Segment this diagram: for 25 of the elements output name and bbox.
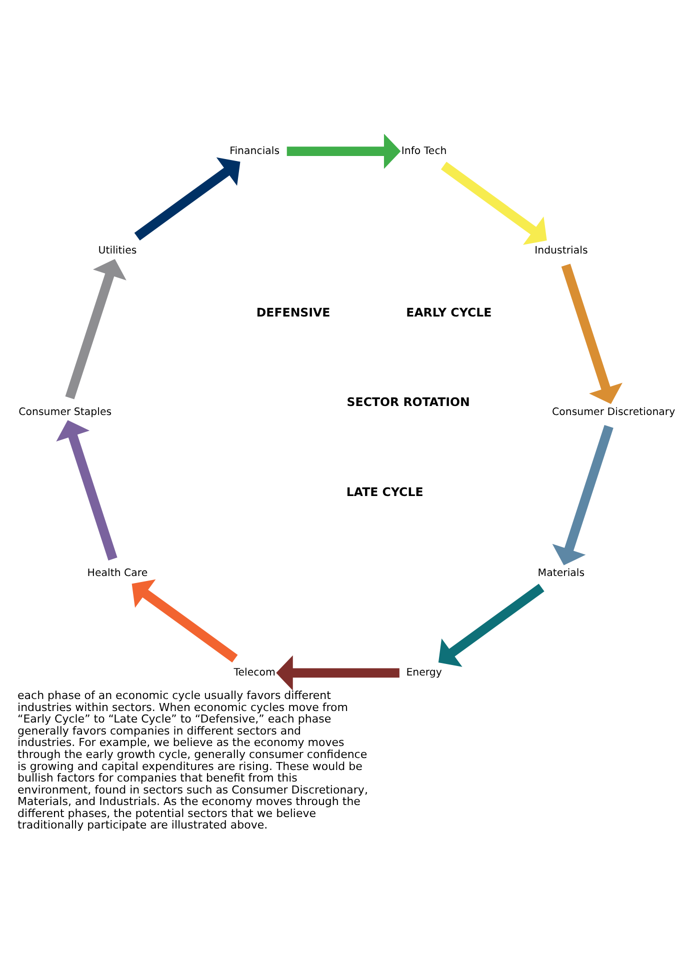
node-text: Energy <box>406 668 442 679</box>
node-text: Consumer Staples <box>18 406 112 418</box>
node-text: Telecom <box>234 668 276 679</box>
arrow <box>276 655 400 690</box>
arrow <box>132 579 238 662</box>
node-text: Consumer Discretionary <box>552 406 676 418</box>
node-text: Industrials <box>534 246 588 257</box>
arrow <box>286 134 401 169</box>
label: LATE CYCLE <box>346 484 424 499</box>
arrow <box>552 424 614 566</box>
label: SECTOR ROTATION <box>346 395 470 410</box>
arrow <box>134 157 240 240</box>
caption: each phase of an economic cycle usually favors different industries within sectors. When economic cycles move from “Early Cycle” to “Late Cycle” to “Defensive,” each phase generally favors companies in different sectors and industries. For example, we believe as the economy moves through the early growth cycle, generally consumer confidence is growing and capital expenditures are rising. These would be bullish factors for companies that benefit from this environment, found in sectors such as Consumer Discretionary, Materials, and Industrials. As the economy moves through the different phases, the potential sectors that we believe traditionally participate are illustrated above. <box>18 689 368 832</box>
label: DEFENSIVE <box>256 306 330 320</box>
arrow <box>561 264 622 404</box>
arrow <box>56 420 118 560</box>
arrow <box>65 259 126 400</box>
node-text: Materials <box>538 568 585 579</box>
node-text: Info Tech <box>401 146 447 157</box>
arrow <box>440 162 547 245</box>
node-text: Financials <box>230 146 280 157</box>
label: EARLY CYCLE <box>406 306 492 320</box>
node-text: Utilities <box>98 246 137 257</box>
node-text: Health Care <box>87 568 148 579</box>
arrow <box>438 584 544 667</box>
